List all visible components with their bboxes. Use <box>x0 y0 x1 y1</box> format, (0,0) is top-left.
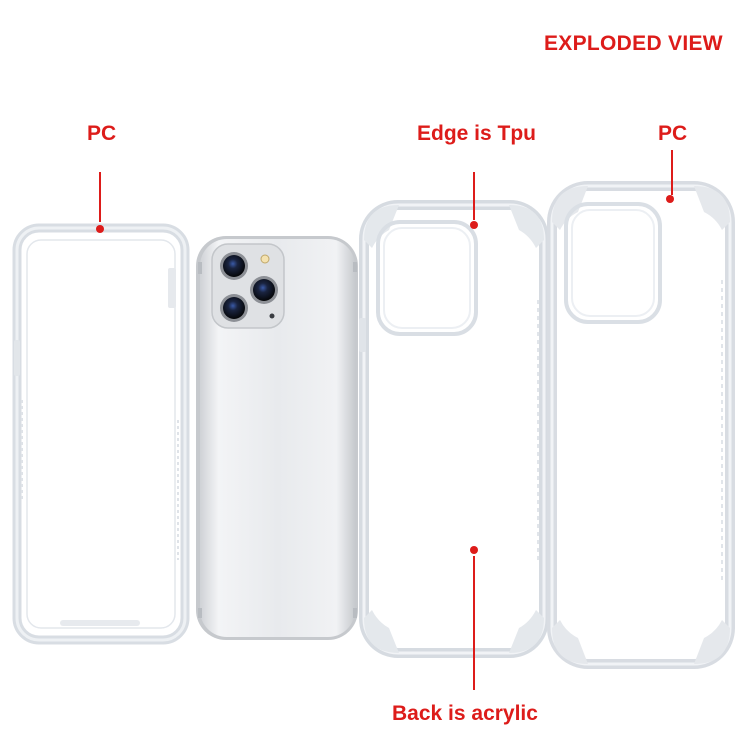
smartphone <box>196 236 358 640</box>
pc-bumper-frame <box>12 223 190 645</box>
camera-module <box>211 243 285 329</box>
callout-markers <box>96 150 674 690</box>
page-title: EXPLODED VIEW <box>544 32 723 55</box>
callout-label-edge-tpu: Edge is Tpu <box>417 122 537 145</box>
callout-label-back-acrylic: Back is acrylic <box>392 702 538 725</box>
callout-label-pc-frame: PC <box>87 122 117 145</box>
tpu-edge-case <box>359 200 549 658</box>
pc-back-case <box>547 181 735 669</box>
callout-label-pc-case: PC <box>658 122 688 145</box>
